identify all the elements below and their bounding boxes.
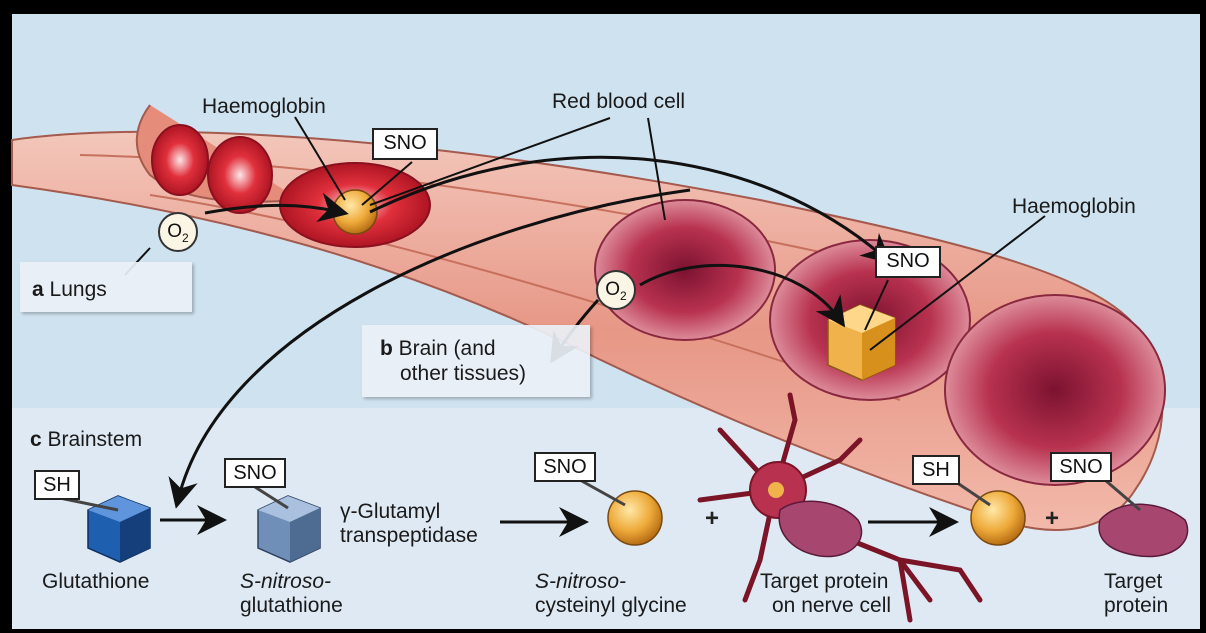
o2-circle-lungs: O2 xyxy=(158,212,198,252)
brainstem-letter: c xyxy=(30,428,42,451)
target-nerve-line1: Target protein xyxy=(760,570,888,593)
sno-tag-nitroso-glutathione: SNO xyxy=(224,458,286,488)
haemoglobin-label-right: Haemoglobin xyxy=(1012,195,1136,218)
nitroso-glutathione-line1: S-nitroso- xyxy=(240,570,331,593)
red-blood-cell xyxy=(208,137,272,213)
sno-tag-lungs: SNO xyxy=(372,128,438,160)
lungs-label: a Lungs xyxy=(32,278,107,301)
sno-tag-cysteinyl: SNO xyxy=(534,452,596,482)
red-blood-cell-label: Red blood cell xyxy=(552,90,685,113)
target-protein-line2: protein xyxy=(1104,594,1168,617)
o2-subscript: 2 xyxy=(620,289,627,303)
o2-circle-brain: O2 xyxy=(596,270,636,310)
plus-sign-1: + xyxy=(705,505,719,533)
glutathione-label: Glutathione xyxy=(42,570,149,593)
brain-letter: b xyxy=(380,337,393,360)
red-blood-cell xyxy=(152,125,208,195)
plus-sign-2: + xyxy=(1045,505,1059,533)
o2-letter: O xyxy=(605,279,620,300)
brain-label: b Brain (and xyxy=(380,337,496,360)
cysteinyl-line1: S-nitroso- xyxy=(535,570,626,593)
cysteinyl-line1-text: S-nitroso- xyxy=(535,570,626,593)
enzyme-line1: γ-Glutamyl xyxy=(340,500,440,523)
haemoglobin-label-top: Haemoglobin xyxy=(202,95,326,118)
nitroso-glutathione-line2: glutathione xyxy=(240,594,343,617)
sh-tag-glutathione: SH xyxy=(34,470,80,500)
nitroso-glutathione-line1-text: S-nitroso- xyxy=(240,570,331,593)
nitroso-glutathione-cube xyxy=(258,496,320,562)
brainstem-label: c Brainstem xyxy=(30,428,142,451)
o2-letter: O xyxy=(167,221,182,242)
cysteinyl-line2: cysteinyl glycine xyxy=(535,594,687,617)
target-nerve-line2: on nerve cell xyxy=(772,594,891,617)
brain-text-line2: other tissues) xyxy=(400,362,526,385)
o2-subscript: 2 xyxy=(182,231,189,245)
brain-label-box xyxy=(362,325,590,397)
lungs-text: Lungs xyxy=(50,278,107,301)
target-protein xyxy=(1099,504,1188,556)
sno-tag-target: SNO xyxy=(1050,452,1112,482)
lungs-letter: a xyxy=(32,278,44,301)
sh-tag-target: SH xyxy=(912,455,960,485)
brain-text-line1: Brain (and xyxy=(399,337,496,360)
enzyme-line2: transpeptidase xyxy=(340,524,478,547)
brainstem-text: Brainstem xyxy=(48,428,143,451)
target-protein-line1: Target xyxy=(1104,570,1162,593)
sno-tag-brain: SNO xyxy=(875,246,941,278)
